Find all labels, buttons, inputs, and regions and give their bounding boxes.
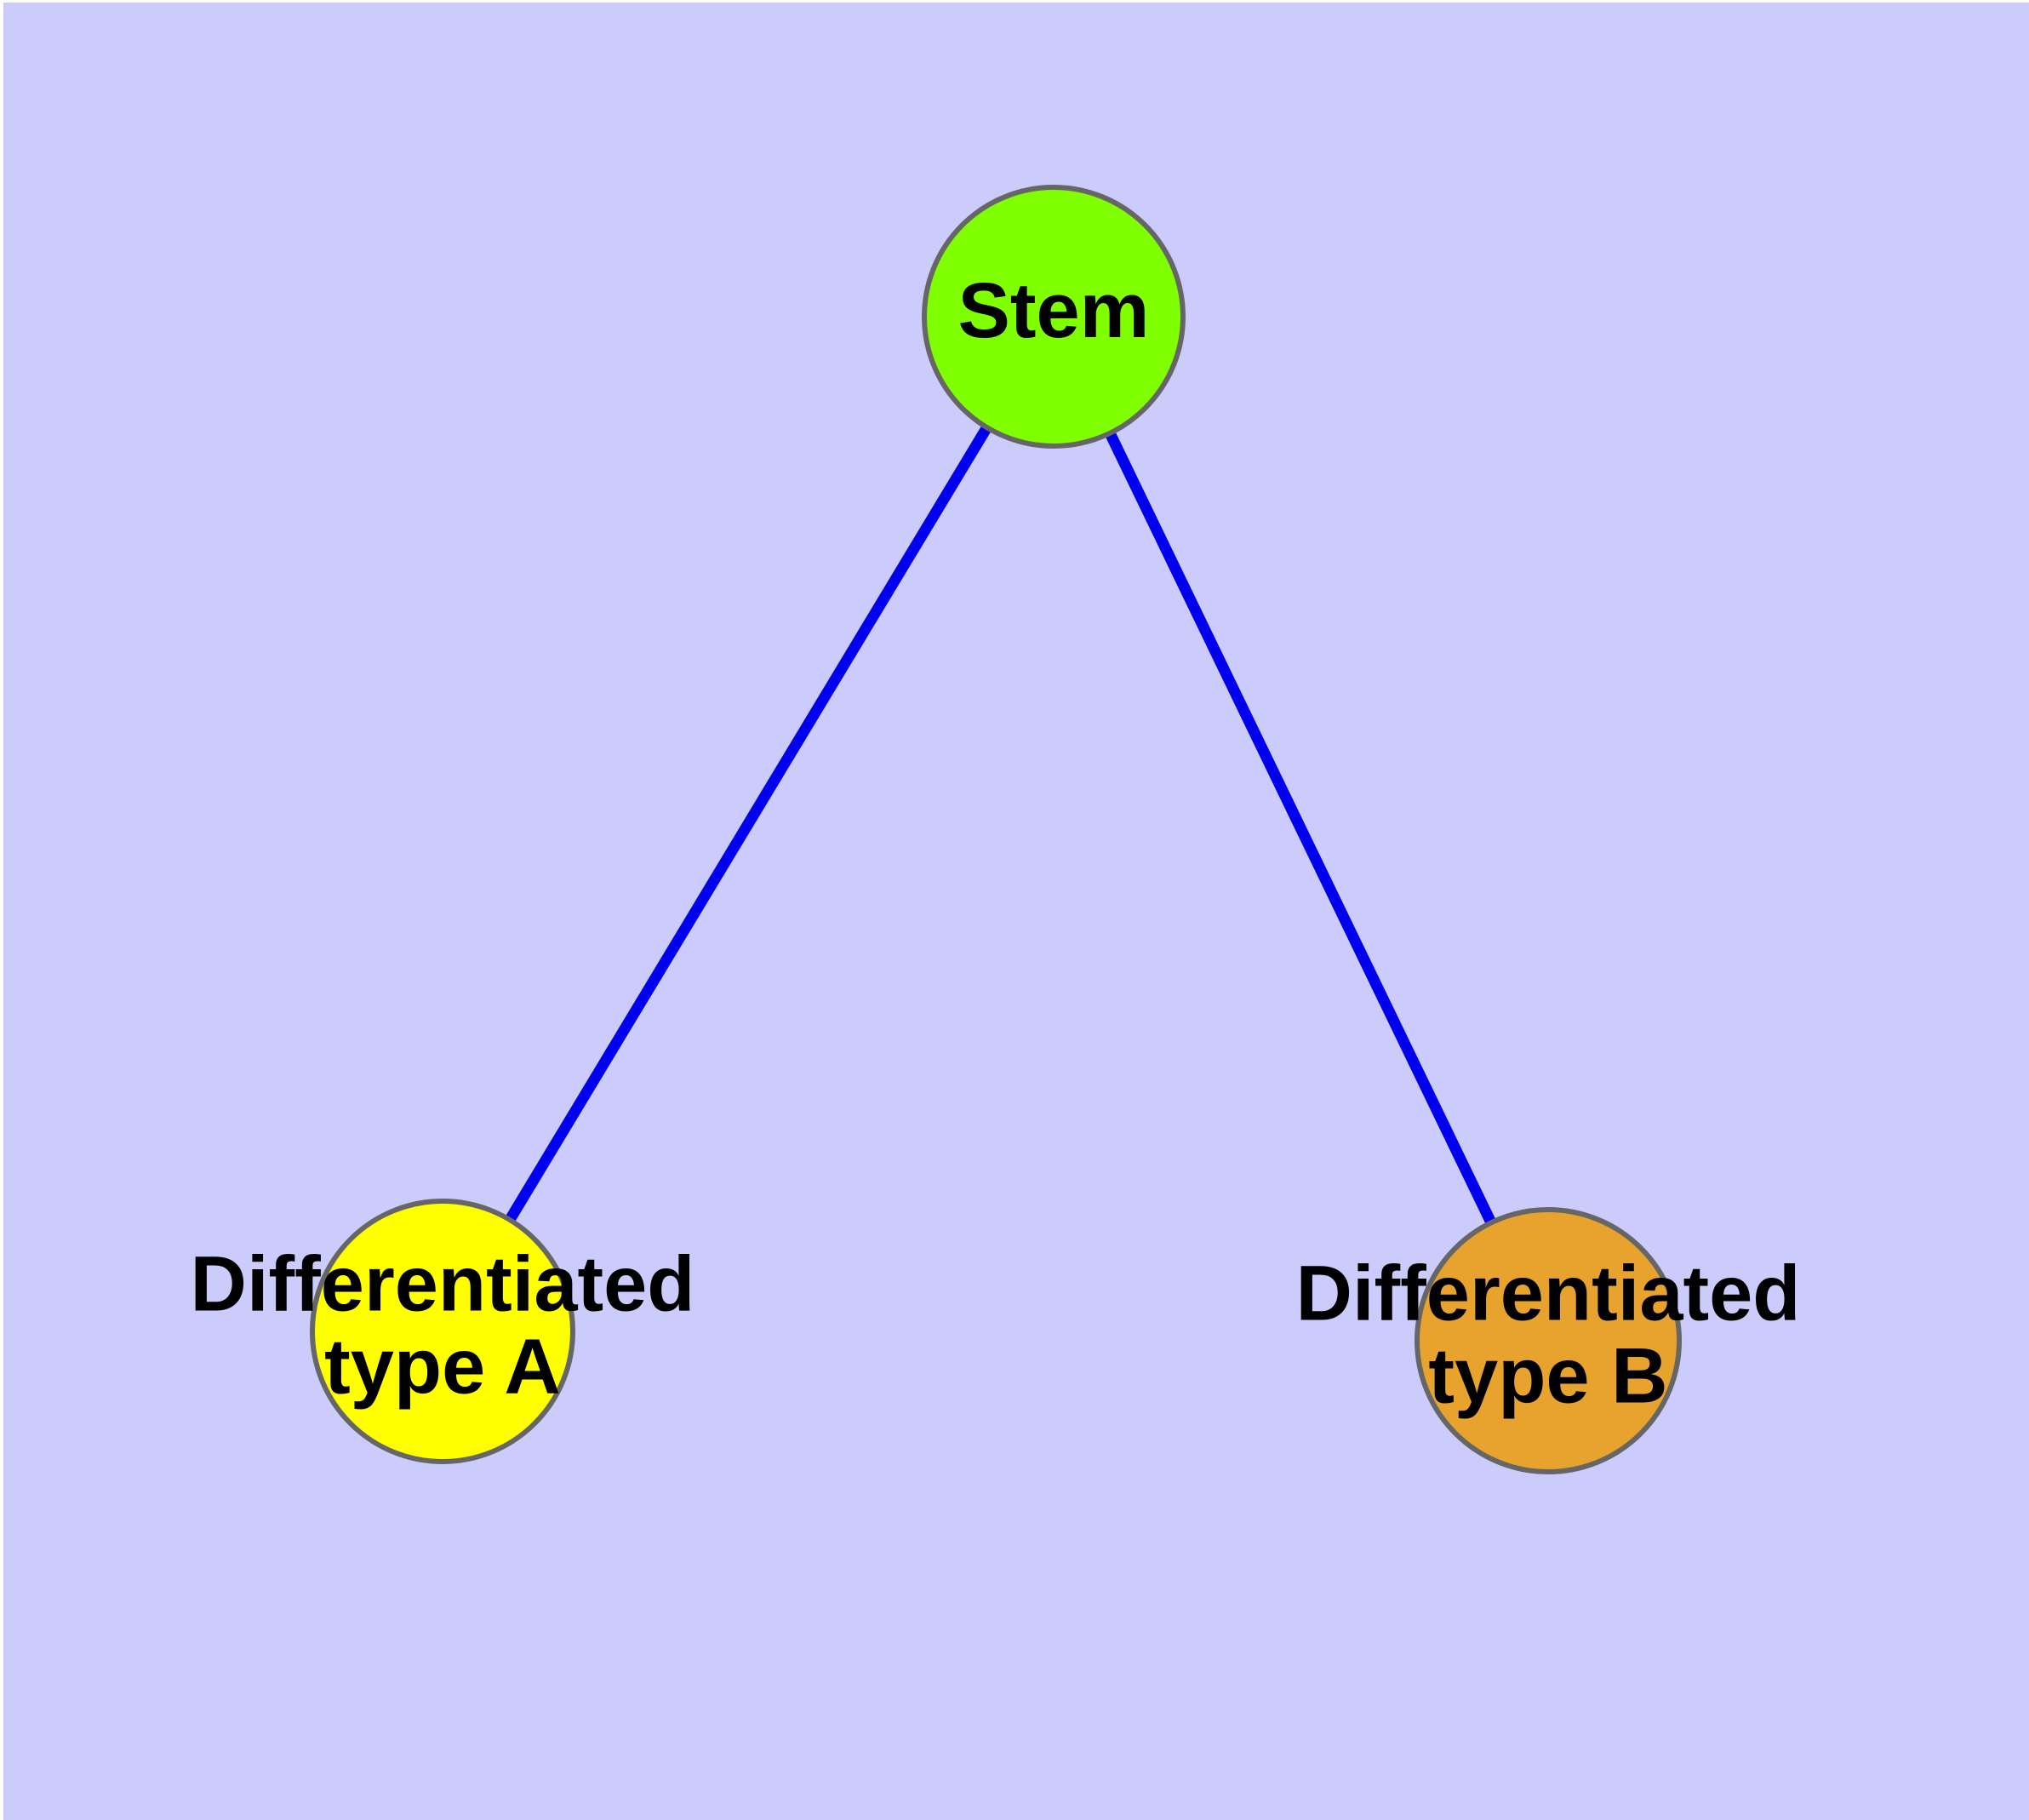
edge-layer bbox=[505, 425, 1496, 1225]
node-label-stem: Stem bbox=[958, 267, 1150, 354]
edge-stem-to-differentiated-type-b[interactable] bbox=[1105, 431, 1496, 1225]
edge-stem-to-differentiated-type-a[interactable] bbox=[505, 425, 992, 1222]
node-layer bbox=[310, 185, 1682, 1474]
node-circle-stem[interactable] bbox=[922, 185, 1186, 449]
node-circle-differentiated-type-a[interactable] bbox=[310, 1199, 575, 1464]
node-circle-differentiated-type-b[interactable] bbox=[1415, 1207, 1682, 1474]
